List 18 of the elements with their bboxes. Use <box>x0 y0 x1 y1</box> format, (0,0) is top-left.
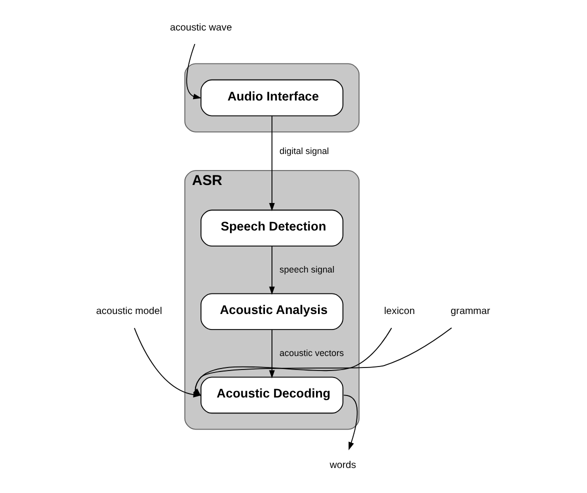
arrow <box>186 44 202 100</box>
node-box: Audio Interface <box>200 79 344 116</box>
node-text: lexicon <box>384 306 415 318</box>
edge-label: acoustic vectors <box>280 348 344 358</box>
edge-label: speech signal <box>280 264 334 275</box>
node-text: words <box>330 460 356 471</box>
node-text: acoustic model <box>96 306 162 318</box>
arrow <box>269 329 275 378</box>
arrow <box>269 116 275 212</box>
node-box: Acoustic Decoding <box>200 376 344 414</box>
edge-label: digital signal <box>280 146 329 156</box>
node-text: acoustic wave <box>170 22 232 34</box>
node-box: Acoustic Analysis <box>200 293 344 330</box>
node-text: grammar <box>450 306 490 318</box>
node-box: Speech Detection <box>200 210 344 246</box>
cluster <box>184 63 360 132</box>
arrow <box>343 394 358 450</box>
arrow <box>269 246 275 295</box>
